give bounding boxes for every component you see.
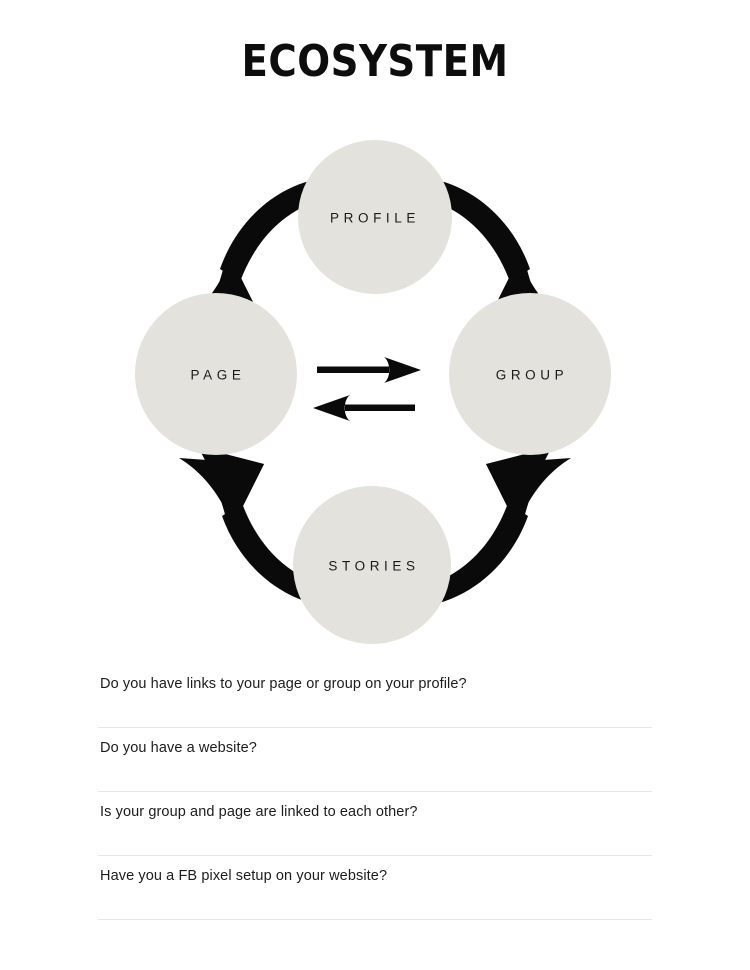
page-title: ECOSYSTEM [241, 36, 509, 87]
node-group-label: GROUP [496, 368, 569, 383]
ecosystem-diagram: PROFILE PAGE GROUP STORIES [120, 130, 630, 655]
question-text: Have you a FB pixel setup on your websit… [100, 868, 388, 884]
node-group-circle [449, 293, 611, 455]
question-row: Is your group and page are linked to eac… [98, 792, 652, 856]
question-text: Is your group and page are linked to eac… [100, 804, 418, 820]
question-row: Do you have a website? [98, 728, 652, 792]
arrow-group-to-page-straight [313, 395, 415, 421]
question-row: Do you have links to your page or group … [98, 664, 652, 728]
node-profile-circle [298, 140, 452, 294]
node-page-label: PAGE [191, 368, 246, 383]
question-row: Have you a FB pixel setup on your websit… [98, 856, 652, 920]
node-stories-label: STORIES [328, 559, 419, 574]
node-profile: PROFILE [298, 140, 452, 294]
question-text: Do you have links to your page or group … [100, 676, 467, 692]
node-group: GROUP [449, 293, 611, 455]
node-stories: STORIES [293, 486, 451, 644]
arrow-page-to-group-straight [317, 357, 421, 383]
node-page-circle [135, 293, 297, 455]
node-stories-circle [293, 486, 451, 644]
node-page: PAGE [135, 293, 297, 455]
node-profile-label: PROFILE [330, 211, 420, 226]
question-list: Do you have links to your page or group … [98, 664, 652, 920]
question-text: Do you have a website? [100, 740, 257, 756]
